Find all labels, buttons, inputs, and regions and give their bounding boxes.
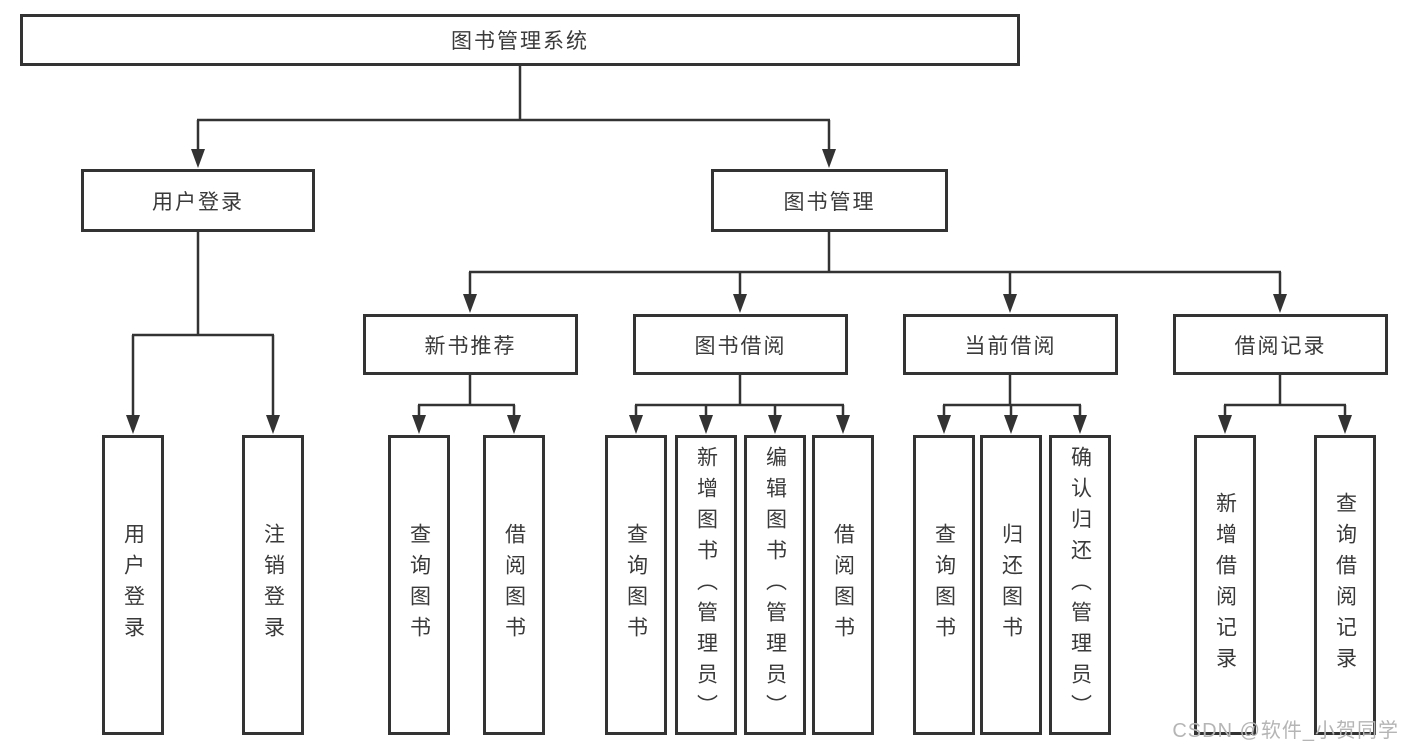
node-label: 借阅图书 [502,523,526,647]
leaf-user-login: 用户登录 [102,435,164,735]
node-label: 用户登录 [152,190,244,214]
leaf-edit-book-admin: 编辑图书（管理员） [744,435,806,735]
leaf-logout: 注销登录 [242,435,304,735]
node-user-login: 用户登录 [81,169,315,232]
node-label: 新书推荐 [424,334,517,358]
node-label: 查询图书 [932,523,956,647]
leaf-query-books-current: 查询图书 [913,435,975,735]
node-label: 借阅记录 [1234,334,1327,358]
node-label: 图书管理 [783,190,876,214]
node-label: 查询图书 [624,523,648,647]
node-borrowing-records: 借阅记录 [1173,314,1388,375]
leaf-query-borrow-record: 查询借阅记录 [1314,435,1376,735]
node-label: 查询图书 [407,523,431,647]
node-label: 确认归还（管理员） [1068,445,1092,725]
node-label: 图书管理系统 [451,30,589,53]
leaf-add-borrow-record: 新增借阅记录 [1194,435,1256,735]
node-label: 新增借阅记录 [1213,492,1237,678]
leaf-confirm-return-admin: 确认归还（管理员） [1049,435,1111,735]
node-label: 图书借阅 [694,334,787,358]
node-book-borrowing: 图书借阅 [633,314,848,375]
node-label: 当前借阅 [964,334,1057,358]
node-new-book-recommend: 新书推荐 [363,314,578,375]
leaf-return-book: 归还图书 [980,435,1042,735]
node-label: 新增图书（管理员） [694,445,718,725]
leaf-query-books-borrowing: 查询图书 [605,435,667,735]
leaf-borrow-books-borrowing: 借阅图书 [812,435,874,735]
node-label: 归还图书 [999,523,1023,647]
node-label: 编辑图书（管理员） [763,445,787,725]
node-label: 注销登录 [261,523,285,647]
node-label: 查询借阅记录 [1333,492,1357,678]
node-library-management-system: 图书管理系统 [20,14,1020,66]
node-current-borrowing: 当前借阅 [903,314,1118,375]
node-label: 用户登录 [121,523,145,647]
node-book-management: 图书管理 [711,169,948,232]
csdn-watermark: CSDN @软件_小贺同学 [1172,720,1399,742]
leaf-query-books-recommend: 查询图书 [388,435,450,735]
leaf-add-book-admin: 新增图书（管理员） [675,435,737,735]
node-label: 借阅图书 [831,523,855,647]
leaf-borrow-books-recommend: 借阅图书 [483,435,545,735]
